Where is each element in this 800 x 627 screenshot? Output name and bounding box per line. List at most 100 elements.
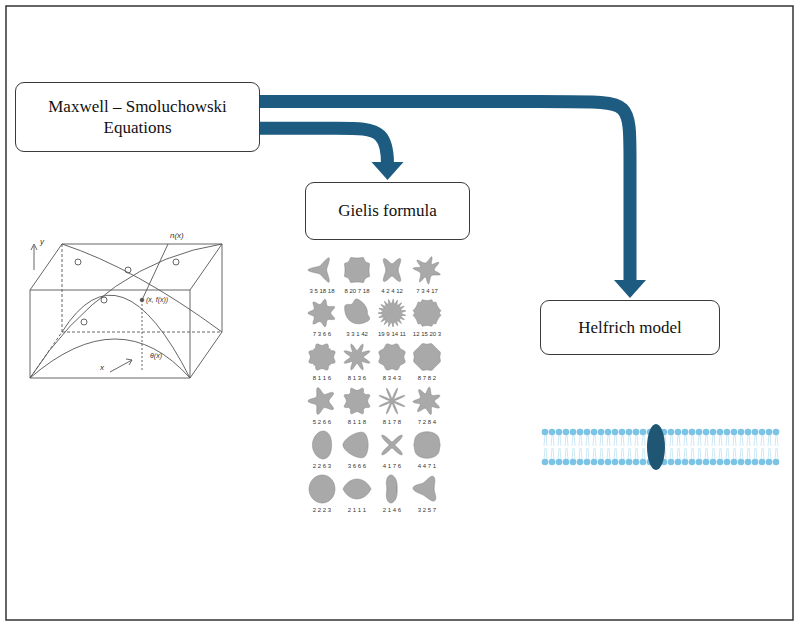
gielis-shape [413, 300, 441, 326]
text-block: Maxwell – Smoluchowski Equations [26, 96, 249, 139]
gielis-shape [344, 257, 369, 282]
lipid-tail [628, 434, 631, 446]
model-box: Helfrich model [540, 300, 720, 355]
membrane-protein [647, 424, 665, 470]
lipid-tail [558, 448, 561, 460]
lipid-head [717, 459, 724, 466]
lipid-head [668, 459, 675, 466]
lipid-tail [621, 448, 624, 460]
shape-parameters: 3 5 18 18 [309, 288, 334, 294]
lipid-tail [775, 434, 778, 446]
lipid-tail [677, 434, 680, 446]
flow-arrow [259, 102, 646, 298]
shape-parameters: 7 3 6 6 [313, 331, 331, 337]
shape-parameters: 8 1 7 8 [383, 419, 401, 425]
shape-parameters: 7 3 4 17 [416, 288, 438, 294]
lipid-head [598, 429, 605, 436]
arrow-head [614, 280, 646, 298]
particle [125, 267, 131, 273]
lipid-head [570, 429, 577, 436]
shape-parameters: 12 15 20 3 [413, 331, 441, 337]
lipid-tail [775, 448, 778, 460]
lipid-head [745, 459, 752, 466]
lipid-head [584, 459, 591, 466]
dome-arch [30, 339, 190, 378]
lipid-tail [698, 448, 701, 460]
lipid-tail [754, 448, 757, 460]
lipid-head [682, 429, 689, 436]
lipid-tail [740, 434, 743, 446]
gielis-shape [309, 475, 335, 503]
lipid-head [724, 429, 731, 436]
lipid-tail [705, 448, 708, 460]
lipid-tail [551, 434, 554, 446]
lipid-bilayer [542, 424, 780, 470]
lipid-head [689, 459, 696, 466]
box-edges [30, 244, 222, 378]
lipid-tail [684, 448, 687, 460]
shape-parameters: 4 1 7 6 [383, 463, 401, 469]
lipid-head [752, 429, 759, 436]
lipid-head [619, 429, 626, 436]
lipid-head [745, 429, 752, 436]
axis-label: θ(x) [150, 352, 162, 359]
particle [173, 259, 179, 265]
surface-box-illustration [30, 244, 222, 378]
lipid-tail [761, 448, 764, 460]
lipid-head [542, 429, 549, 436]
shape-parameters: 7 2 8 4 [418, 419, 436, 425]
lipid-head [633, 459, 640, 466]
shape-parameters: 3 3 1 42 [346, 331, 368, 337]
lipid-tail [719, 434, 722, 446]
shape-parameters: 2 2 6 3 [313, 463, 331, 469]
gielis-shape [413, 476, 436, 501]
lipid-head [738, 429, 745, 436]
lipid-head [626, 429, 633, 436]
gielis-shape [344, 344, 370, 370]
gielis-shape [414, 432, 440, 458]
gielis-shape [345, 299, 370, 324]
lipid-head [731, 459, 738, 466]
lipid-head [556, 459, 563, 466]
equation-box: Maxwell – Smoluchowski Equations [15, 82, 260, 152]
dome-arch [62, 295, 190, 378]
lipid-tail [642, 434, 645, 446]
lipid-tail [677, 448, 680, 460]
lipid-head [563, 429, 570, 436]
dome-arch [62, 244, 222, 332]
x-axis [110, 359, 132, 372]
lipid-tail [572, 434, 575, 446]
gielis-shapes [308, 257, 441, 503]
shape-parameters: 8 1 1 8 [348, 419, 366, 425]
node-label: Maxwell – Smoluchowski Equations [26, 96, 249, 139]
lipid-tail [628, 448, 631, 460]
lipid-head [703, 429, 710, 436]
lipid-head [773, 429, 780, 436]
lipid-head [612, 429, 619, 436]
box-hidden-edges [30, 244, 222, 378]
lipid-tail [747, 448, 750, 460]
shape-parameters: 8 7 8 2 [418, 375, 436, 381]
gielis-shape [413, 387, 440, 414]
lipid-head [766, 459, 773, 466]
lipid-head [703, 459, 710, 466]
gielis-shape [382, 435, 403, 455]
shape-parameters: 3 6 6 6 [348, 463, 366, 469]
shape-parameters: 8 1 3 6 [348, 375, 366, 381]
lipid-head [766, 429, 773, 436]
axis-label: x [100, 364, 104, 372]
lipid-head [738, 459, 745, 466]
lipid-head [556, 429, 563, 436]
particle [101, 297, 107, 303]
lipid-tail [635, 448, 638, 460]
lipid-head [759, 459, 766, 466]
particle [75, 259, 81, 265]
lipid-tail [614, 434, 617, 446]
lipid-tail [607, 434, 610, 446]
normal-vector [142, 244, 168, 300]
lipid-head [696, 459, 703, 466]
lipid-head [752, 459, 759, 466]
lipid-head [542, 459, 549, 466]
surface-point [140, 298, 144, 302]
lipid-tail [761, 434, 764, 446]
